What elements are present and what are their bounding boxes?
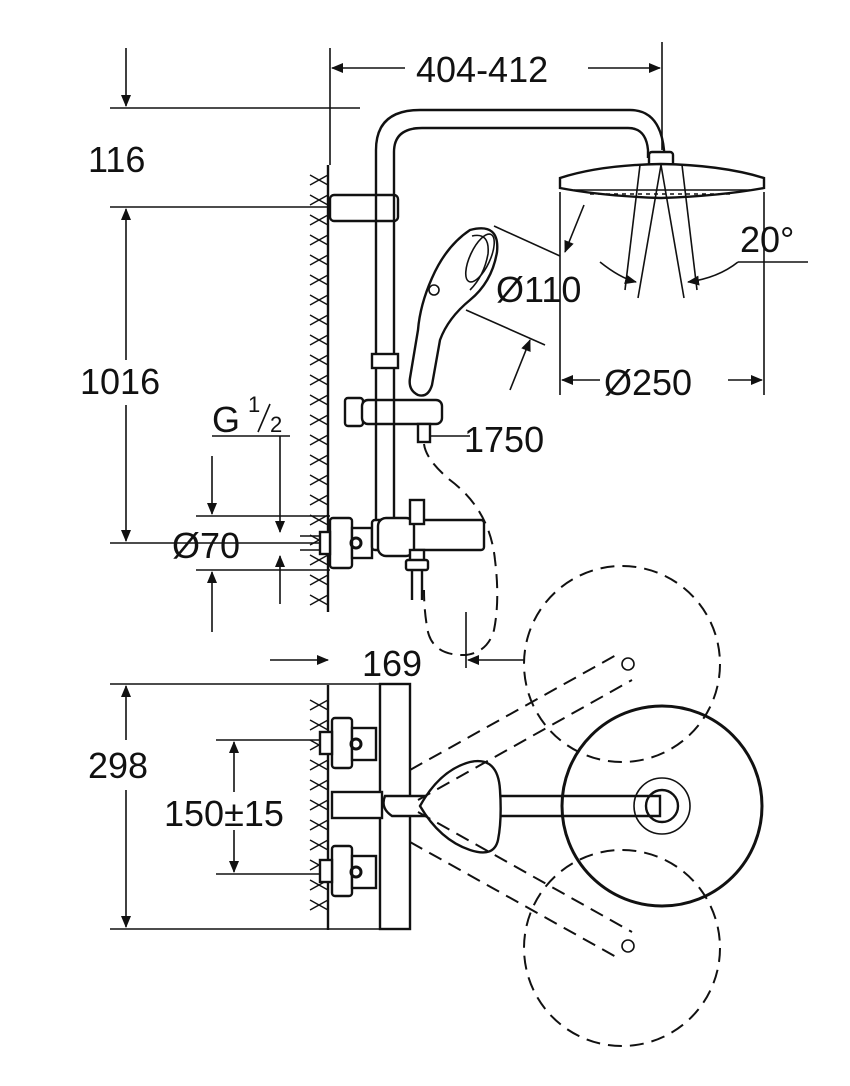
inlet-spacing-label: 150±15 bbox=[164, 793, 284, 834]
shower-hose bbox=[423, 443, 499, 657]
pipe-diameter-dimension: Ø70 bbox=[172, 456, 330, 632]
riser-pipe bbox=[370, 108, 666, 520]
thread-g-label: G bbox=[212, 399, 240, 440]
top-offset-label: 116 bbox=[88, 139, 145, 180]
tilt-angle-label: 20° bbox=[740, 219, 794, 260]
plan-depth-dimension: 298 bbox=[88, 683, 410, 930]
inlet-spacing-dimension: 150±15 bbox=[164, 739, 330, 875]
wall-bracket bbox=[328, 193, 400, 223]
hand-shower-plan bbox=[418, 759, 502, 854]
elevation-view: 404-412 116 1016 bbox=[80, 42, 808, 684]
hand-diameter-dimension: Ø110 bbox=[465, 204, 585, 391]
depth-dimension: 169 bbox=[270, 612, 524, 684]
hand-diameter-label: Ø110 bbox=[496, 269, 581, 310]
hand-shower bbox=[408, 227, 499, 397]
rotation-positions bbox=[409, 565, 721, 1047]
head-diameter-dimension: Ø250 bbox=[559, 192, 765, 403]
width-dimension: 404-412 bbox=[331, 42, 663, 150]
thread-dimension: G 1 2 bbox=[212, 392, 290, 604]
pipe-diameter-label: Ø70 bbox=[172, 525, 240, 566]
top-offset-dimension: 116 bbox=[88, 48, 360, 180]
height-dimension: 1016 bbox=[80, 206, 330, 544]
head-shower-plan bbox=[560, 704, 764, 908]
head-shower bbox=[558, 150, 766, 200]
tilt-angle-markup: 20° bbox=[599, 164, 808, 299]
width-range-label: 404-412 bbox=[416, 49, 548, 90]
mixer-plan bbox=[318, 682, 412, 931]
plan-depth-label: 298 bbox=[88, 745, 148, 786]
thread-numerator: 1 bbox=[248, 392, 260, 417]
plan-view: 298 150±15 bbox=[88, 565, 764, 1047]
thermostat-mixer bbox=[300, 498, 486, 600]
hose-length-label: 1750 bbox=[464, 419, 544, 460]
height-label: 1016 bbox=[80, 361, 160, 402]
hand-shower-slider bbox=[343, 396, 444, 444]
thread-denominator: 2 bbox=[270, 412, 282, 437]
hose-length-dimension: 1750 bbox=[430, 419, 544, 460]
depth-label: 169 bbox=[362, 643, 422, 684]
wall-hatching-plan bbox=[309, 685, 330, 930]
head-diameter-label: Ø250 bbox=[604, 362, 692, 403]
